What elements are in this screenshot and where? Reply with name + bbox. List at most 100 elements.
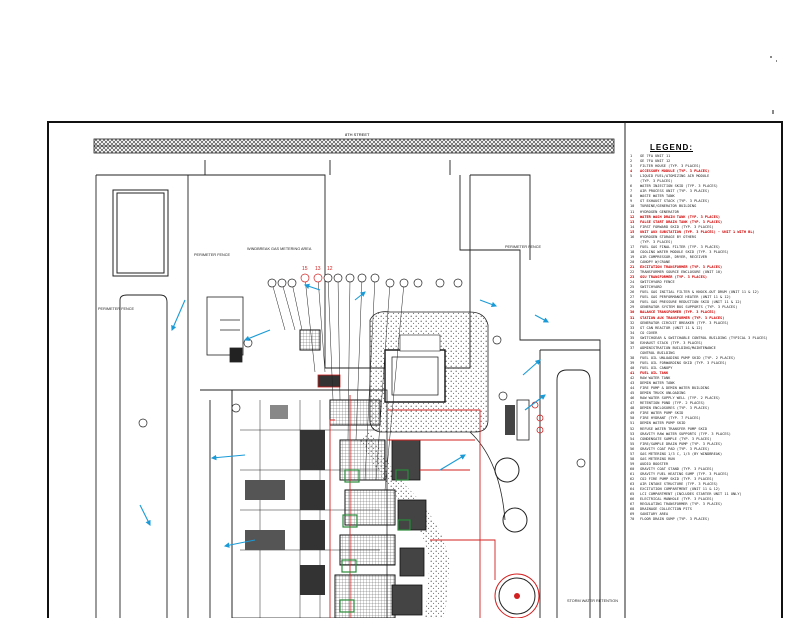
perimeter-fence-label-right: PERIMETER FENCE <box>505 245 542 249</box>
legend-item-number: 69 <box>630 512 635 517</box>
equipment-units <box>245 329 427 618</box>
storm-water-label: STORM WATER RETENTION <box>567 599 618 603</box>
legend-item-number: 63 <box>630 482 635 487</box>
legend-item-number: 23 <box>630 275 635 280</box>
legend-item-text: AIR INTAKE STRUCTURE (TYP. 3 PLACES) <box>640 482 718 487</box>
legend-item-number: 28 <box>630 300 635 305</box>
legend-item-number: 18 <box>630 249 635 254</box>
legend-item-number: 11 <box>630 209 635 214</box>
legend-item-text: EXHAUST STACK (TYP. 3 PLACES) <box>640 340 703 345</box>
legend-item-text: CO2 FIRE PUMP SKID (TYP. 3 PLACES) <box>640 477 714 481</box>
legend-item-number: 70 <box>630 517 635 522</box>
legend-item-text: GT EXHAUST STACK (TYP. 3 PLACES) <box>640 199 710 204</box>
legend-item-number: 29 <box>630 305 635 310</box>
legend-item-text: ELECTRICAL MANHOLE (TYP. 3 PLACES) <box>640 497 714 502</box>
legend-item-text: CANOPY W/CRANE <box>640 259 671 264</box>
legend-item-number: 31 <box>630 315 635 320</box>
legend-item-text: GAS METERING RUN <box>640 456 675 461</box>
legend-item-text: LIQUID FUEL/ATOMIZING AIR MODULE <box>640 174 710 179</box>
legend-item-text: GT CAN REACTOR (UNIT 11 & 12) <box>640 325 703 330</box>
legend-item-text: SWITCHGEAR & SWITCHABLE CONTROL BUILDING… <box>640 335 768 340</box>
legend-item-text: GRAVITY COAT STAND (TYP. 3 PLACES) <box>640 466 714 471</box>
legend-item-text: TURBINE/GENERATOR BUILDING <box>640 204 697 209</box>
legend-item-number: 7 <box>630 189 633 194</box>
right-equipment <box>505 399 544 441</box>
legend-item-text: DEMIN WATER PUMP SKID <box>640 421 686 426</box>
legend-item: 69 SANITARY AREA <box>630 512 780 517</box>
legend-item-text: HYDROGEN GENERATOR <box>640 209 679 214</box>
legend-item-text: FLOOR DRAIN SUMP (TYP. 3 PLACES) <box>640 517 710 522</box>
legend-item-text: AUDIO BOOSTER <box>640 461 669 466</box>
perimeter-fence-label-left: PERIMETER FENCE <box>98 307 135 311</box>
legend-item-number: 21 <box>630 265 635 270</box>
legend-item-number: 26 <box>630 290 635 295</box>
legend-item-number: 17 <box>630 244 635 249</box>
legend-item-text: DEMIN TRUCK UNLOADING <box>640 391 686 396</box>
red-pipelines <box>329 395 496 618</box>
legend-item-number: 6 <box>630 184 633 189</box>
legend-item-number: 33 <box>630 325 635 330</box>
legend-item-text: FALSE START DRAIN TANK (TYP. 3 PLACES) <box>640 219 723 224</box>
legend-item-text: CO COVER <box>640 330 658 335</box>
legend-item-number: 37 <box>630 345 635 350</box>
legend-item-number: 2 <box>630 159 633 164</box>
windbreak-label: WINDBREAK GAS METERING AREA <box>247 247 312 251</box>
callout-leaders <box>271 277 405 491</box>
legend-item-text: BALANCE TRANSFORMER (TYP. 3 PLACES) <box>640 310 716 315</box>
legend-item: (TYP. 3 PLACES) <box>630 240 780 245</box>
legend-item-text: WATER WASH DRAIN TANK (TYP. 3 PLACES) <box>640 214 721 219</box>
legend-item-text: EXCITATION COMPARTMENT (UNIT 11 & 12) <box>640 487 721 492</box>
legend-item-text: GRAVITY RAW WATER SUPPORTS (TYP. 3 PLACE… <box>640 431 731 436</box>
legend-item-number: 38 <box>630 355 635 360</box>
legend-item-number: 67 <box>630 502 635 507</box>
legend-item-number: 41 <box>630 371 635 376</box>
legend-item-number: 50 <box>630 416 635 421</box>
legend-item-text: SWITCHYARD FENCE <box>640 280 675 285</box>
legend-item-number: 14 <box>630 224 635 229</box>
legend-item: CONTROL BUILDING <box>630 351 780 356</box>
legend-item-number: 39 <box>630 360 635 365</box>
legend-item-number: 36 <box>630 340 635 345</box>
legend-item-number: 45 <box>630 391 635 396</box>
legend-item-text: FUEL GAS FINAL FILTER (TYP. 3 PLACES) <box>640 244 721 249</box>
legend-item: 62 CO2 FIRE PUMP SKID (TYP. 3 PLACES) <box>630 477 780 482</box>
legend-item-number: 24 <box>630 280 635 285</box>
legend-item-number: 4 <box>630 169 633 174</box>
legend-item-number: 22 <box>630 270 635 275</box>
legend-item: 11 HYDROGEN GENERATOR <box>630 210 780 215</box>
svg-text:12: 12 <box>327 266 333 272</box>
legend-item-number: 62 <box>630 477 635 481</box>
legend-item-text: SANITARY AREA <box>640 512 669 517</box>
legend-item-text: FUEL OIL FORWARDING SKID (TYP. 3 PLACES) <box>640 360 727 365</box>
legend-item-text: FIRE WATER PUMP SKID <box>640 411 684 416</box>
